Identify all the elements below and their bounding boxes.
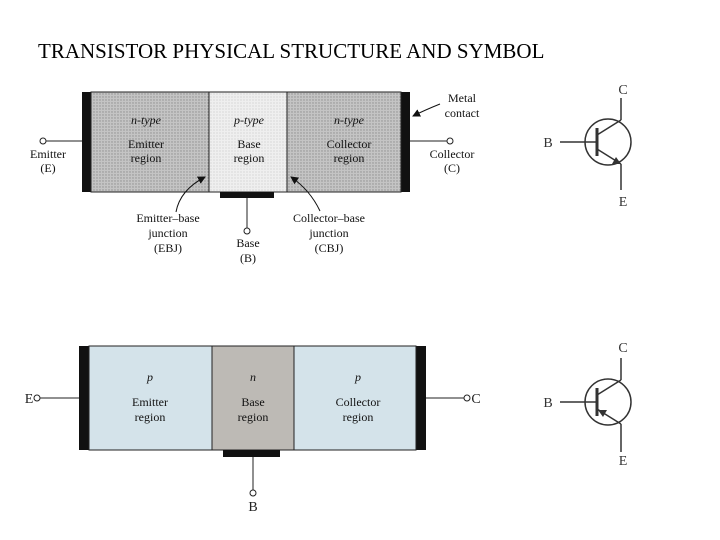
- pnp-base-terminal-dot: [249, 489, 257, 497]
- ebj-arrow: [175, 176, 206, 213]
- cbj-label-3: (CBJ): [315, 241, 344, 255]
- npn-collector-name-1: Collector: [327, 137, 372, 151]
- npn-base-contact: [220, 192, 274, 198]
- pnp-collector-terminal-label: C: [471, 392, 480, 407]
- npn-base-name-2: region: [234, 151, 265, 165]
- npn-emitter-terminal-label-1: Emitter: [30, 147, 66, 161]
- pnp-symbol-e-label: E: [619, 454, 628, 469]
- pnp-base-contact: [223, 450, 280, 457]
- npn-collector-name-2: region: [334, 151, 365, 165]
- metal-contact-arrow: [412, 103, 441, 117]
- pnp-emitter-type: p: [146, 370, 153, 384]
- npn-symbol-c-label: C: [618, 83, 627, 98]
- pnp-emitter-name-2: region: [135, 410, 166, 424]
- pnp-emitter-terminal-dot: [33, 394, 41, 402]
- cbj-label-1: Collector–base: [293, 211, 365, 225]
- ebj-label-3: (EBJ): [154, 241, 182, 255]
- pnp-base-terminal-label: B: [248, 500, 257, 515]
- pnp-base-type: n: [250, 370, 256, 384]
- metal-contact-label-2: contact: [445, 106, 480, 120]
- npn-symbol-b-label: B: [543, 136, 552, 151]
- npn-symbol-e-label: E: [619, 195, 628, 210]
- npn-base-name-1: Base: [237, 137, 260, 151]
- pnp-symbol: C B E: [543, 341, 632, 469]
- npn-base-region: [208, 91, 288, 193]
- npn-symbol-emitter-arrow: [612, 157, 621, 164]
- npn-base-terminal-label-1: Base: [236, 236, 259, 250]
- npn-collector-terminal-label-1: Collector: [430, 147, 475, 161]
- npn-base-terminal-dot: [243, 227, 251, 235]
- pnp-collector-region: [293, 345, 417, 451]
- pnp-emitter-terminal-label: E: [25, 392, 34, 407]
- pnp-symbol-b-label: B: [543, 396, 552, 411]
- npn-emitter-terminal-dot: [39, 137, 47, 145]
- npn-base-type: p-type: [233, 113, 265, 127]
- ebj-label-1: Emitter–base: [136, 211, 199, 225]
- pnp-collector-name-2: region: [343, 410, 374, 424]
- page-title: TRANSISTOR PHYSICAL STRUCTURE AND SYMBOL: [38, 39, 544, 63]
- pnp-base-region: [211, 345, 295, 451]
- npn-emitter-type: n-type: [131, 113, 162, 127]
- pnp-collector-contact: [416, 346, 426, 450]
- cbj-arrow: [290, 176, 321, 212]
- ebj-label-2: junction: [147, 226, 187, 240]
- npn-symbol: C B E: [543, 83, 632, 210]
- npn-emitter-name-2: region: [131, 151, 162, 165]
- pnp-collector-name-1: Collector: [336, 395, 381, 409]
- npn-collector-region: [286, 91, 402, 193]
- npn-collector-terminal-label-2: (C): [444, 161, 460, 175]
- npn-emitter-terminal-label-2: (E): [40, 161, 55, 175]
- npn-emitter-contact: [82, 92, 91, 192]
- pnp-emitter-contact: [79, 346, 89, 450]
- pnp-base-name-1: Base: [241, 395, 264, 409]
- pnp-emitter-name-1: Emitter: [132, 395, 168, 409]
- metal-contact-label-1: Metal: [448, 91, 477, 105]
- npn-collector-contact: [401, 92, 410, 192]
- npn-collector-terminal-dot: [446, 137, 454, 145]
- pnp-symbol-c-label: C: [618, 341, 627, 356]
- pnp-collector-terminal-dot: [463, 394, 471, 402]
- pnp-base-name-2: region: [238, 410, 269, 424]
- npn-emitter-region: [90, 91, 210, 193]
- npn-collector-type: n-type: [334, 113, 365, 127]
- cbj-label-2: junction: [308, 226, 348, 240]
- pnp-symbol-emitter-arrow: [598, 410, 607, 417]
- pnp-structure: B p Emitter region n Base region p Colle…: [25, 345, 481, 515]
- pnp-collector-type: p: [354, 370, 361, 384]
- npn-base-terminal-label-2: (B): [240, 251, 256, 265]
- pnp-emitter-region: [88, 345, 213, 451]
- npn-emitter-name-1: Emitter: [128, 137, 164, 151]
- npn-structure: n-type Emitter region p-type Base region…: [30, 91, 480, 265]
